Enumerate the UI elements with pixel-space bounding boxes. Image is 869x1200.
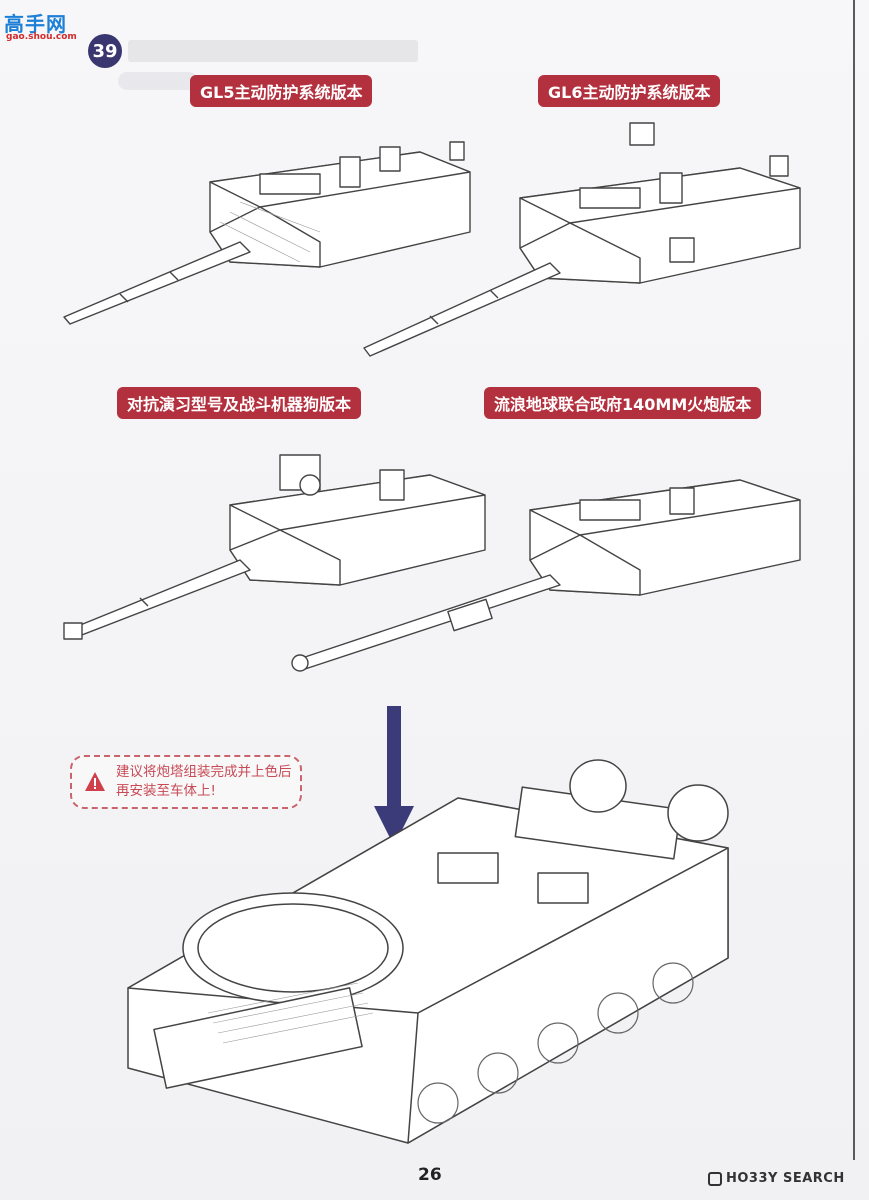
page-number: 26: [418, 1165, 442, 1185]
turret-drawing-140mm: [291, 479, 801, 672]
variant-label-exercise: 对抗演习型号及战斗机器狗版本: [117, 387, 362, 419]
brand-name: HO33Y SEARCH: [726, 1171, 845, 1186]
turret-drawing-exercise: [63, 454, 486, 640]
site-watermark: 高手网 gao.shou.com: [4, 8, 77, 42]
warning-icon: [85, 772, 105, 791]
footer-brand: HO33Y SEARCH: [708, 1171, 845, 1186]
faded-header-bar: [128, 40, 418, 62]
brand-logo-icon: [708, 1171, 722, 1186]
arrow-down-icon: [374, 706, 414, 846]
variant-label-gl5: GL5主动防护系统版本: [190, 75, 373, 107]
turret-drawing-gl6: [363, 122, 801, 357]
faded-header-tag: [118, 72, 198, 90]
notice-text: 建议将炮塔组装完成并上色后再安装至车体上!: [116, 764, 292, 799]
watermark-sub: gao.shou.com: [6, 32, 77, 42]
turret-drawing-gl5: [63, 141, 471, 325]
variant-label-140mm: 流浪地球联合政府140MM火炮版本: [484, 387, 762, 419]
watermark-main: 高手网: [4, 12, 67, 36]
page-edge: [853, 0, 855, 1160]
step-number-badge: 39: [88, 34, 122, 68]
assembly-notice: 建议将炮塔组装完成并上色后再安装至车体上!: [70, 755, 302, 809]
hull-drawing: [127, 759, 729, 1144]
variant-label-gl6: GL6主动防护系统版本: [538, 75, 721, 107]
